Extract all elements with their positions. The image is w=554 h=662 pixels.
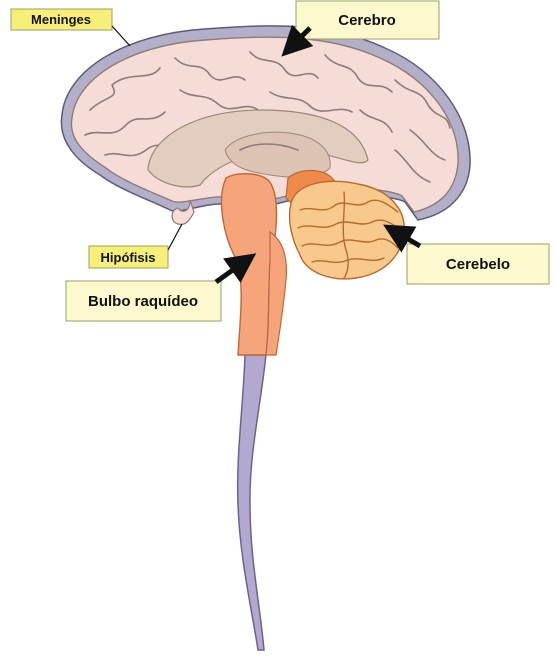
meninges-label-text: Meninges [31, 12, 91, 27]
cerebellum [290, 181, 405, 278]
hipofisis-label: Hipófisis [89, 246, 168, 268]
cerebro-label: Cerebro [296, 1, 439, 39]
hipofisis-label-text: Hipófisis [101, 250, 156, 265]
cerebelo-label: Cerebelo [407, 244, 549, 284]
meninges-label: Meninges [11, 9, 112, 30]
bulbo-label-text: Bulbo raquídeo [88, 293, 198, 310]
cerebro-label-text: Cerebro [338, 12, 396, 29]
cerebelo-label-text: Cerebelo [446, 256, 510, 273]
spinal-cord [238, 355, 266, 650]
meninges-leader [112, 26, 130, 46]
hipofisis-leader [168, 224, 182, 250]
bulbo-label: Bulbo raquídeo [66, 281, 221, 321]
